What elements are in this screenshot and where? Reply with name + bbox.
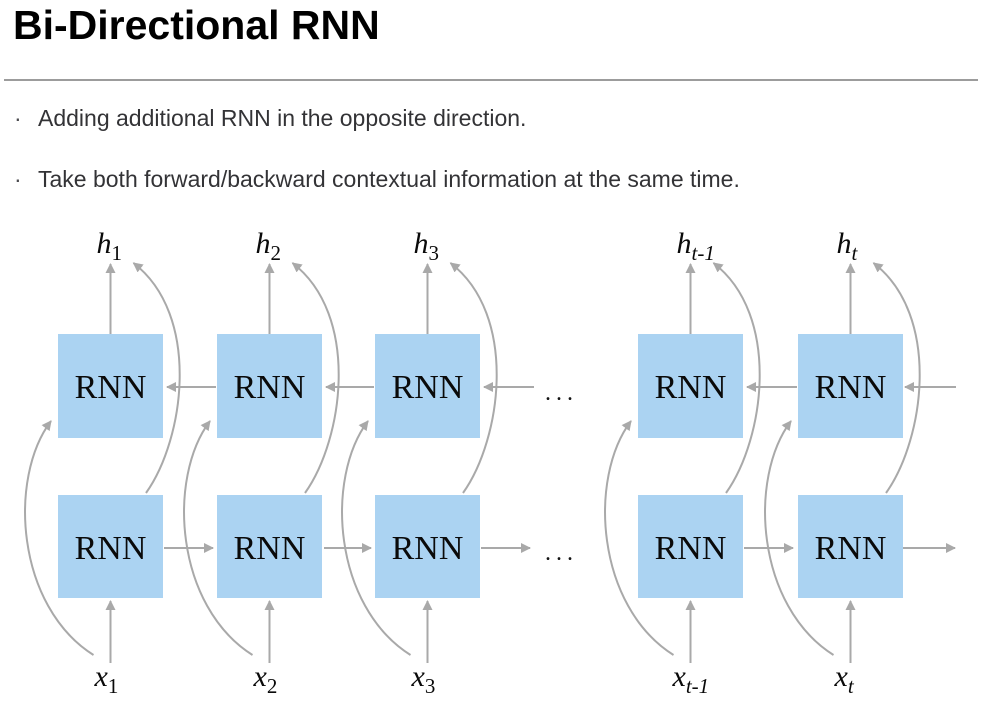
h-label-3: h3: [414, 227, 440, 265]
h-label-sub: 3: [429, 241, 440, 265]
rnn-box-forward-3: [375, 495, 480, 598]
rnn-box-forward-1: [58, 495, 163, 598]
rnn-label: RNN: [655, 369, 727, 406]
rnn-label: RNN: [655, 530, 727, 567]
h-label-sub: t-1: [692, 241, 715, 265]
rnn-label: RNN: [75, 530, 147, 567]
x-label-sub: 2: [267, 674, 278, 698]
h-label-sub: t: [852, 241, 859, 265]
rnn-box-backward-4: [638, 334, 743, 438]
rnn-boxes: [58, 334, 903, 598]
rnn-label: RNN: [815, 369, 887, 406]
x-label-main: x: [253, 660, 268, 693]
h-label-main: h: [677, 227, 692, 260]
rnn-box-backward-5: [798, 334, 903, 438]
h-label-main: h: [837, 227, 852, 260]
h-label-main: h: [414, 227, 429, 260]
rnn-label: RNN: [392, 369, 464, 406]
ellipsis-backward-row: ...: [545, 380, 578, 406]
x-label-2: x2: [253, 660, 278, 698]
rnn-box-backward-3: [375, 334, 480, 438]
ellipsis-forward-row: ...: [545, 540, 578, 566]
rnn-box-backward-1: [58, 334, 163, 438]
curve-forward4-to-h4: [712, 262, 761, 494]
rnn-label: RNN: [234, 530, 306, 567]
rnn-box-backward-2: [217, 334, 322, 438]
x-label-main: x: [94, 660, 109, 693]
page-title: Bi-Directional RNN: [13, 2, 380, 48]
x-label-main: x: [411, 660, 426, 693]
curve-x1-to-backward: [24, 420, 95, 656]
x-label-5: xt: [834, 660, 855, 698]
rnn-label: RNN: [234, 369, 306, 406]
curve-forward5-to-h5: [872, 262, 921, 494]
bullet-text-1: Adding additional RNN in the opposite di…: [38, 105, 527, 131]
h-label-2: h2: [256, 227, 282, 265]
x-label-sub: t: [848, 674, 855, 698]
x-label-4: xt-1: [672, 660, 710, 698]
x-label-main: x: [834, 660, 849, 693]
x-label-sub: 1: [108, 674, 119, 698]
rnn-box-forward-4: [638, 495, 743, 598]
bullet-item-1: · Adding additional RNN in the opposite d…: [14, 104, 954, 132]
x-label-1: x1: [94, 660, 119, 698]
curve-x4-to-backward: [604, 420, 675, 656]
h-label-5: ht: [837, 227, 859, 265]
diagram-arrows: [24, 262, 956, 663]
curve-forward1-to-h1: [132, 262, 181, 494]
h-label-sub: 1: [112, 241, 123, 265]
h-label-4: ht-1: [677, 227, 715, 265]
curve-x2-to-backward: [183, 420, 254, 656]
bullet-dot-icon: ·: [14, 166, 22, 192]
bullet-dot-icon: ·: [14, 105, 22, 131]
rnn-label: RNN: [75, 369, 147, 406]
rnn-box-labels: RNN RNN RNN RNN RNN RNN RNN RNN RNN RNN: [75, 369, 887, 567]
bullet-item-2: · Take both forward/backward contextual i…: [14, 165, 954, 193]
x-label-main: x: [672, 660, 687, 693]
curve-x5-to-backward: [764, 420, 835, 656]
rnn-box-forward-5: [798, 495, 903, 598]
x-label-sub: 3: [425, 674, 436, 698]
h-label-1: h1: [97, 227, 123, 265]
rnn-label: RNN: [815, 530, 887, 567]
curve-forward3-to-h3: [449, 262, 498, 494]
bullet-text-2: Take both forward/backward contextual in…: [38, 166, 740, 192]
rnn-box-forward-2: [217, 495, 322, 598]
curve-forward2-to-h2: [291, 262, 340, 494]
h-label-main: h: [97, 227, 112, 260]
x-label-sub: t-1: [686, 674, 709, 698]
x-label-3: x3: [411, 660, 436, 698]
h-label-main: h: [256, 227, 271, 260]
title-divider: [4, 79, 978, 81]
curve-x3-to-backward: [341, 420, 412, 656]
h-label-sub: 2: [271, 241, 282, 265]
rnn-label: RNN: [392, 530, 464, 567]
